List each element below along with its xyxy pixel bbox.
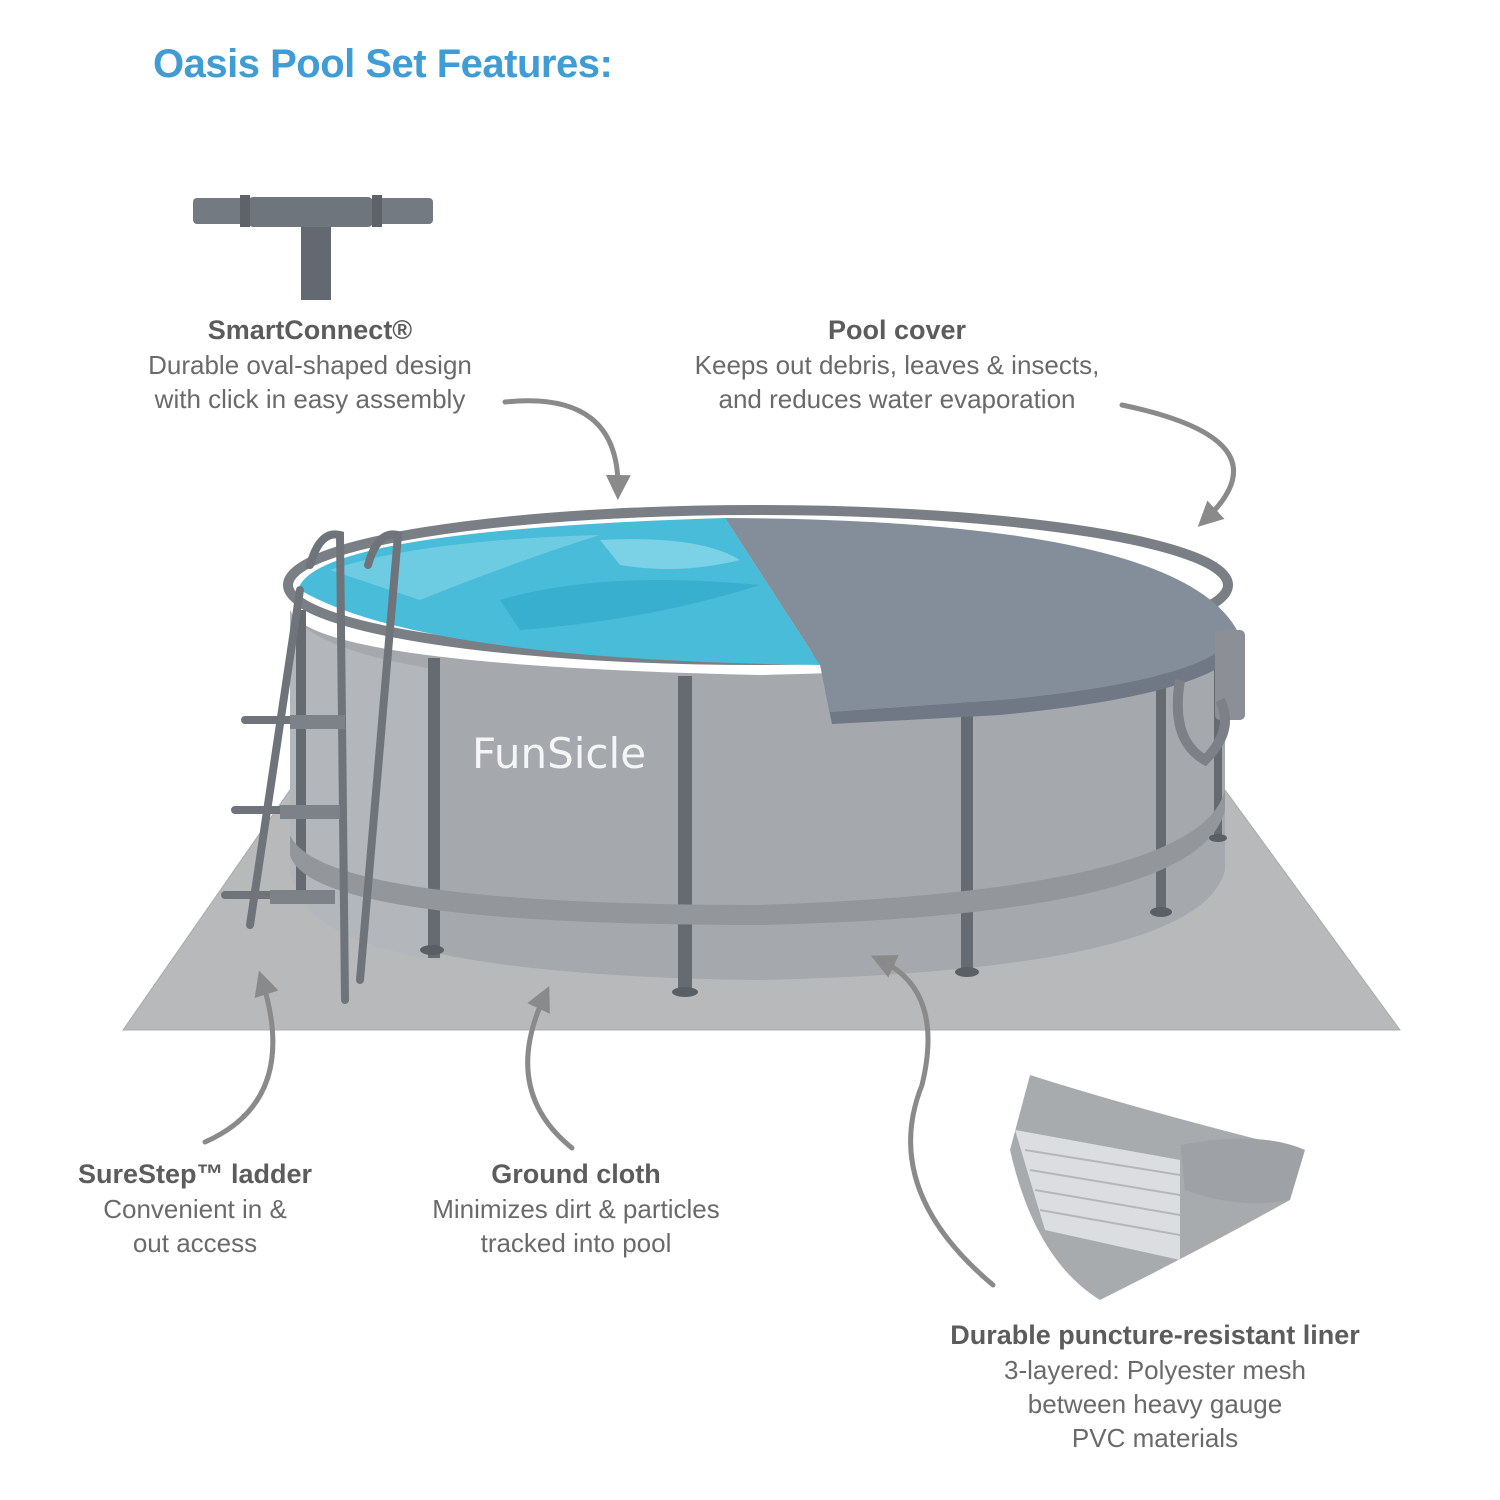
page-title: Oasis Pool Set Features: xyxy=(153,42,613,86)
feature-line: Durable oval-shaped design xyxy=(148,350,472,380)
feature-line: Convenient in & xyxy=(103,1194,287,1224)
feature-heading: Durable puncture-resistant liner xyxy=(950,1320,1360,1350)
feature-ladder: SureStep™ ladder Convenient in & out acc… xyxy=(40,1157,350,1260)
callout-arrows xyxy=(202,398,1236,1288)
feature-heading: Ground cloth xyxy=(491,1159,661,1189)
feature-heading: SureStep™ ladder xyxy=(77,1159,313,1189)
pool-cover xyxy=(725,518,1238,712)
feature-line: out access xyxy=(132,1228,258,1258)
feature-liner: Durable puncture-resistant liner 3-layer… xyxy=(905,1318,1405,1455)
feature-line: with click in easy assembly xyxy=(154,384,466,414)
feature-pool-cover: Pool cover Keeps out debris, leaves & in… xyxy=(652,313,1142,416)
smartconnect-joint xyxy=(193,195,433,300)
feature-line: and reduces water evaporation xyxy=(718,384,1076,414)
liner-sample xyxy=(1010,1075,1305,1300)
feature-line: between heavy gauge xyxy=(1027,1389,1283,1419)
feature-smartconnect: SmartConnect® Durable oval-shaped design… xyxy=(105,313,515,416)
feature-line: PVC materials xyxy=(1071,1423,1239,1453)
feature-line: 3-layered: Polyester mesh xyxy=(1003,1355,1307,1385)
feature-heading: Pool cover xyxy=(827,315,967,345)
pump-skimmer xyxy=(1215,630,1245,720)
feature-line: Keeps out debris, leaves & insects, xyxy=(694,350,1100,380)
pool-belt xyxy=(290,790,1225,925)
feature-heading: SmartConnect® xyxy=(207,315,413,345)
feature-line: Minimizes dirt & particles xyxy=(432,1194,720,1224)
feature-ground-cloth: Ground cloth Minimizes dirt & particles … xyxy=(396,1157,756,1260)
feature-line: tracked into pool xyxy=(480,1228,672,1258)
brand-logo: FunSicle xyxy=(472,729,646,778)
